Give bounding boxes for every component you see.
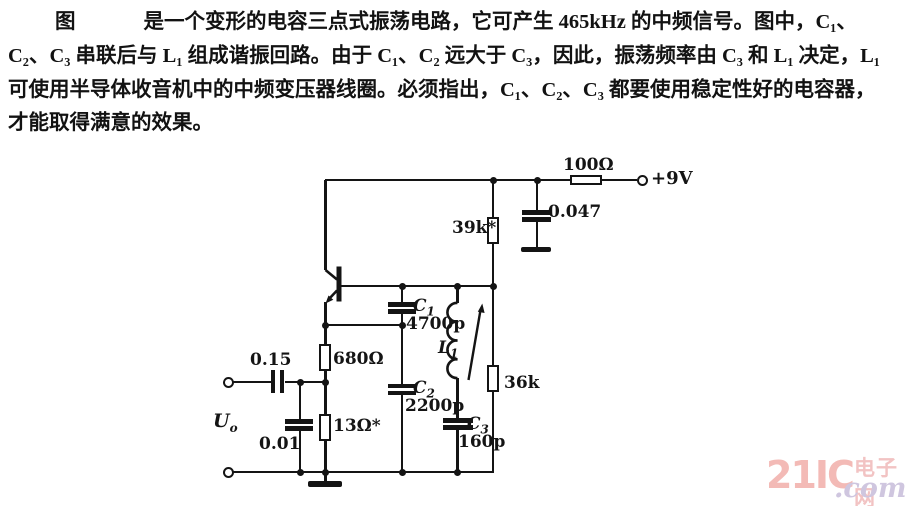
node-dot [489,282,497,290]
capacitor-c3-plate-bottom [443,425,473,430]
label-r36k: 36k [504,373,540,393]
label-c2-value: 2200p [405,396,465,416]
transistor-base-bar [336,266,342,302]
c2-bottom-lead [400,394,404,472]
filter-cap-wire-bottom [535,221,539,247]
bypass-cap-wire-top [298,382,302,419]
label-c2: C2 [413,378,435,401]
label-r680: 680Ω [333,349,384,369]
ground-symbol-filter [521,246,551,252]
emitter-junction-wire [324,323,402,327]
resistor-39k [487,217,499,244]
node-dot [322,321,329,329]
paragraph-line-3: 可使用半导体收音机中的中频变压器线圈。必须指出，C₁、C₂、C₃ 都要使用稳定性… [8,78,876,101]
node-dot [296,378,304,386]
ground-stub-wire [324,471,327,481]
node-dot [489,176,497,184]
capacitor-001-plate-top [285,419,313,424]
label-c1-value: 4700p [406,314,466,334]
c1-c2-link-wire [400,313,404,384]
collector-riser-wire [324,180,327,270]
inductor-tuning-arrow-head [477,303,485,313]
capacitor-c1-plate-top [388,302,416,307]
transistor-and-inductor-graphics [324,266,485,381]
capacitor-047-plate-top [522,210,551,215]
c3-bottom-lead [456,429,459,472]
watermark: 21IC 电子网 .com [766,451,908,506]
capacitor-c2-plate-top [388,383,416,389]
output-terminal-bottom [222,466,234,478]
divider-column-wire [491,180,495,472]
output-terminal-top [222,376,234,388]
watermark-cn: 电子网 [854,456,898,506]
label-uo: Uo [213,410,238,435]
inductor-coil [446,301,458,380]
bias-column-wire [324,325,327,472]
label-c3-value: 160p [458,432,506,452]
node-dot [454,468,461,476]
node-dot [533,176,541,184]
node-dot [322,378,329,386]
label-l1: L1 [438,338,459,361]
node-dot [398,282,406,290]
base-wire [341,284,494,287]
label-r39k: 39k* [452,218,497,238]
label-cbp: 0.01 [259,434,301,454]
paragraph-line-4: 才能取得满意的效果。 [8,112,213,135]
bottom-rail-wire [233,470,494,474]
figure-word: 图 [55,11,76,33]
label-r13: 13Ω* [333,416,381,436]
resistor-680 [319,344,331,371]
filter-cap-wire-top [535,180,539,210]
label-r100: 100Ω [563,155,614,175]
label-c3: C3 [467,414,489,437]
c1-top-lead [400,286,404,302]
input-wire-right [284,380,326,384]
label-c1: C1 [413,296,435,319]
node-dot [322,468,329,476]
resistor-13 [319,414,331,441]
watermark-brand: 21IC [766,453,855,497]
l1-top-lead [456,286,459,303]
resistor-100 [570,174,602,185]
node-dot [454,282,461,290]
top-rail-wire [325,179,637,182]
node-dot [398,321,406,329]
inductor-tuning-arrow-shaft [467,309,482,381]
supply-terminal [636,174,648,186]
node-dot [398,468,406,476]
paragraph-line-2: C₂、C₃ 串联后与 L₁ 组成谐振回路。由于 C₁、C₂ 远大于 C₃，因此，… [8,44,880,67]
node-dot [296,468,304,476]
watermark-com: .com [834,473,907,504]
label-cin: 0.15 [250,350,292,370]
l1-c3-link-wire [456,378,459,418]
capacitor-001-plate-bottom [285,426,313,431]
transistor-emitter-arrow [325,295,334,304]
input-wire-left [233,380,272,384]
label-supply: +9V [651,168,693,189]
ground-symbol-main [308,481,342,487]
capacitor-c3-plate-top [443,418,473,423]
transistor-collector-lead [324,268,338,281]
emitter-wire [324,302,327,325]
capacitor-015-plate-left [270,370,276,393]
capacitor-c1-plate-bottom [388,309,416,314]
description-paragraph: 图 是一个变形的电容三点式振荡电路，它可产生 465kHz 的中频信号。图中，C₁… [8,6,907,141]
capacitor-015-plate-right [279,370,285,393]
resistor-36k [487,365,499,392]
paragraph-line-1: 图 是一个变形的电容三点式振荡电路，它可产生 465kHz 的中频信号。图中，C₁… [8,6,907,40]
label-c047: 0.047 [548,202,602,222]
paragraph-line-1-text: 是一个变形的电容三点式振荡电路，它可产生 465kHz 的中频信号。图中，C₁、 [143,11,857,33]
bypass-cap-wire-bottom [298,430,302,472]
capacitor-047-plate-bottom [522,217,551,222]
capacitor-c2-plate-bottom [388,390,416,396]
